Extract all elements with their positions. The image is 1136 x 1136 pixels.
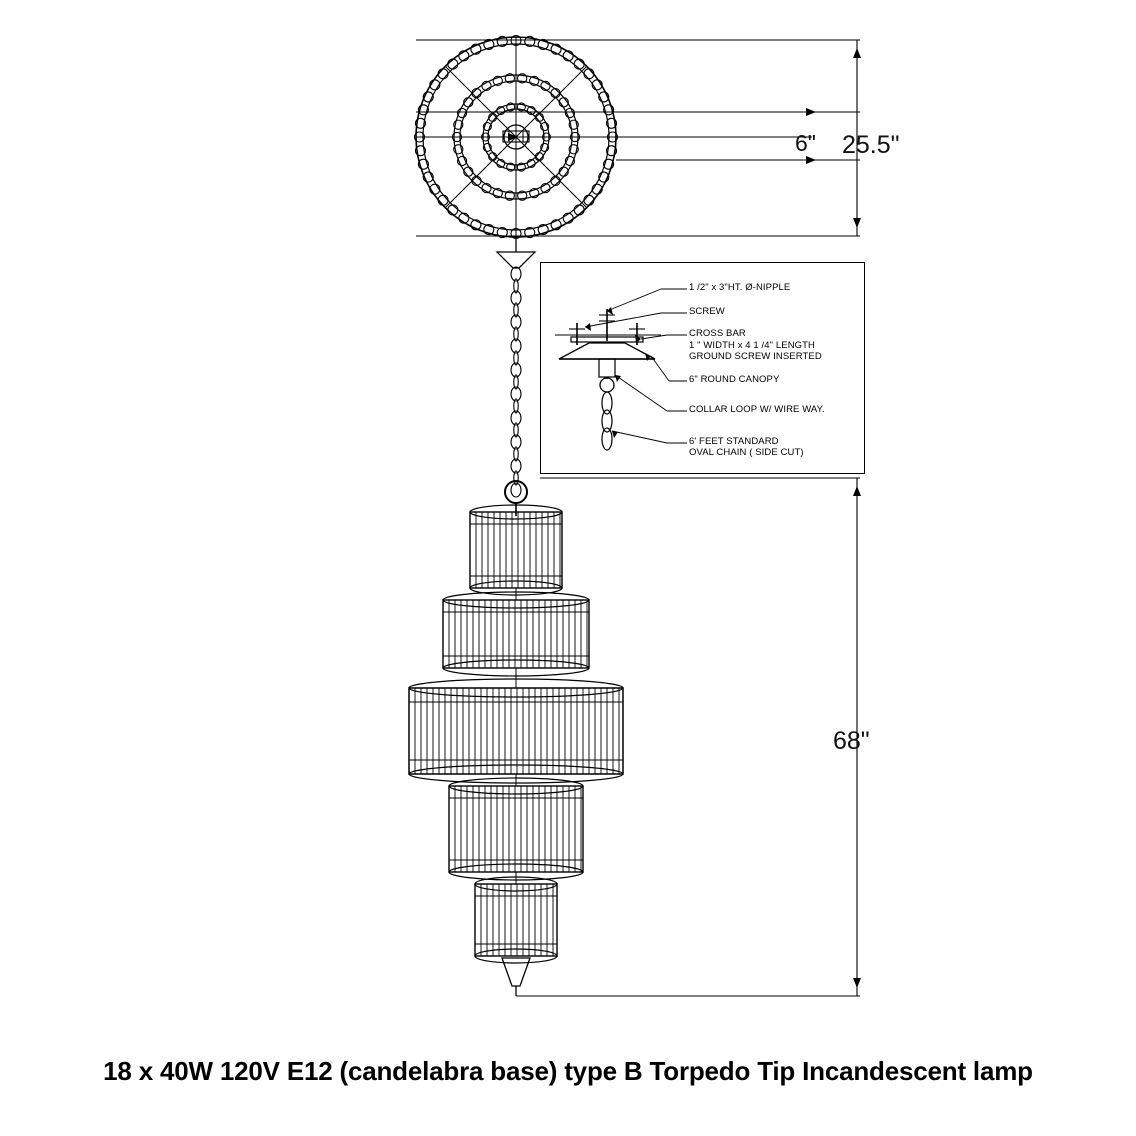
mounting-detail-art: [555, 288, 687, 451]
caption-text: 18 x 40W 120V E12 (candelabra base) type…: [103, 1056, 1033, 1086]
dimension-label-height: 68": [833, 727, 870, 755]
callout-label-chain-cut: OVAL CHAIN ( SIDE CUT): [689, 447, 804, 458]
dimension-arrows: [508, 48, 861, 988]
dimension-lines: [416, 39, 860, 997]
chain-and-stem: [495, 237, 537, 516]
callout-label-nipple: 1 /2" x 3"HT. Ø-NIPPLE: [689, 282, 791, 293]
callout-label-ground-screw: GROUND SCREW INSERTED: [689, 351, 822, 362]
mounting-detail-box: 1 /2" x 3"HT. Ø-NIPPLE SCREW CROSS BAR 1…: [540, 262, 865, 474]
callout-label-screw: SCREW: [689, 306, 725, 317]
dimension-label-width: 25.5": [842, 131, 900, 159]
fixture-body: [408, 504, 624, 996]
callout-label-canopy: 6" ROUND CANOPY: [689, 374, 780, 385]
callout-label-cross-bar: CROSS BAR: [689, 328, 746, 339]
callout-label-collar-loop: COLLAR LOOP W/ WIRE WAY.: [689, 404, 825, 415]
callout-label-crossbar-size: 1 " WIDTH x 4 1 /4" LENGTH: [689, 340, 816, 351]
callout-label-chain-feet: 6' FEET STANDARD: [689, 436, 779, 447]
dimension-label-canopy-drop: 6": [795, 130, 816, 156]
